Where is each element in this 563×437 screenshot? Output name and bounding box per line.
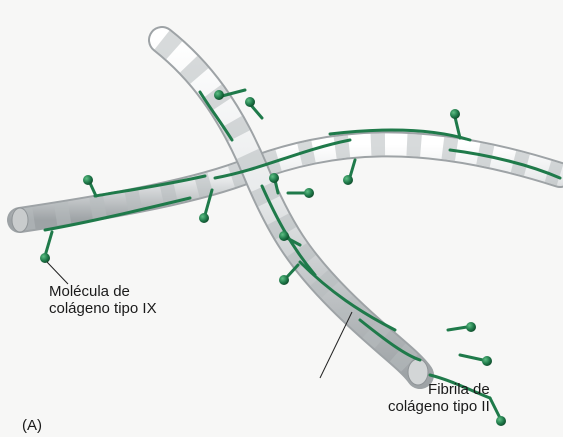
collagen-ix-knob [269,173,279,183]
collagen-ix-knob [245,97,255,107]
collagen-ix-knob [279,231,289,241]
fibril-end-cap [12,208,28,232]
collagen-ix-knob [199,213,209,223]
leader-line-collagen-ix [47,262,68,284]
collagen-ix-knob [214,90,224,100]
collagen-ix-knob [466,322,476,332]
label-collagen-ii-line1: Fibrila de [388,381,490,398]
collagen-ix-knob [40,253,50,263]
collagen-ix-knob [343,175,353,185]
fibril-diagonal [162,40,428,385]
label-collagen-ix-molecule: Molécula de colágeno tipo IX [49,283,157,317]
collagen-ix-knob [496,416,506,426]
collagen-ix-knob [482,356,492,366]
panel-letter: (A) [22,417,42,434]
collagen-ix-knob [450,109,460,119]
label-collagen-ii-fibril: Fibrila de colágeno tipo II [388,381,490,415]
collagen-ix-knob [83,175,93,185]
collagen-ix-knob [304,188,314,198]
leader-line-fibril-ii [320,312,352,378]
label-collagen-ix-line2: colágeno tipo IX [49,300,157,317]
collagen-ix-knob [279,275,289,285]
collagen-ix-strands [45,92,560,360]
label-collagen-ix-line1: Molécula de [49,283,157,300]
label-collagen-ii-line2: colágeno tipo II [388,398,490,415]
